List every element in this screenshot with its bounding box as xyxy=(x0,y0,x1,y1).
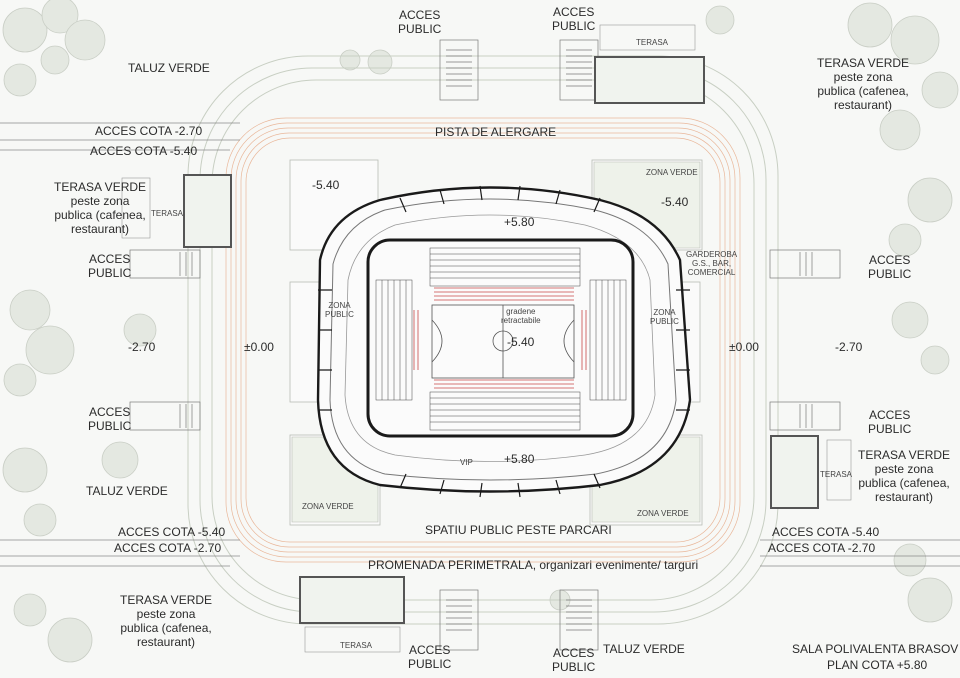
terasa-top: TERASA xyxy=(636,38,669,47)
zona-public-right: ZONA PUBLIC xyxy=(650,308,679,326)
gradene-label: gradene retractabile xyxy=(501,307,541,325)
terasa-verde-left: TERASA VERDE peste zona publica (cafenea… xyxy=(54,180,147,236)
level-m270-right: -2.70 xyxy=(835,340,863,354)
terasa-verde-right: TERASA VERDE peste zona publica (cafenea… xyxy=(858,448,951,504)
plan-subtitle: PLAN COTA +5.80 xyxy=(827,658,928,672)
acces-public-top-left: ACCES PUBLIC xyxy=(398,8,442,36)
level-000-right: ±0.00 xyxy=(729,340,759,354)
terasa-verde-bottom: TERASA VERDE peste zona publica (cafenea… xyxy=(120,593,213,649)
taluz-verde-left: TALUZ VERDE xyxy=(86,484,168,498)
level-m270-left: -2.70 xyxy=(128,340,156,354)
court xyxy=(431,304,575,379)
acces-cota-270-left-top: ACCES COTA -2.70 xyxy=(95,124,203,138)
acces-cota-270-right: ACCES COTA -2.70 xyxy=(768,541,876,555)
promenada-label: PROMENADA PERIMETRALA, organizari evenim… xyxy=(368,558,699,572)
level-000-left: ±0.00 xyxy=(244,340,274,354)
acces-public-bottom-left: ACCES PUBLIC xyxy=(408,643,452,671)
pista-label: PISTA DE ALERGARE xyxy=(435,125,557,139)
acces-public-bottom-right: ACCES PUBLIC xyxy=(552,646,596,674)
taluz-verde-top: TALUZ VERDE xyxy=(128,61,210,75)
plan-title: SALA POLIVALENTA BRASOV xyxy=(792,642,959,656)
running-track xyxy=(225,117,741,563)
level-p580-bottom: +5.80 xyxy=(504,452,535,466)
acces-public-left-lower: ACCES PUBLIC xyxy=(88,405,132,433)
acces-public-top-right: ACCES PUBLIC xyxy=(552,5,596,33)
retractable-seats xyxy=(413,287,587,389)
acces-public-right-upper: ACCES PUBLIC xyxy=(868,253,912,281)
level-m540-top-left: -5.40 xyxy=(312,178,340,192)
terasa-left: TERASA xyxy=(151,209,184,218)
arena-shell xyxy=(316,186,692,493)
taluz-rings xyxy=(187,55,779,625)
terrace-boxes xyxy=(183,56,819,624)
zona-verde-top-right: ZONA VERDE xyxy=(646,168,698,177)
acces-cota-270-left-bottom: ACCES COTA -2.70 xyxy=(114,541,222,555)
trees xyxy=(2,0,959,663)
level-m540-court: -5.40 xyxy=(507,335,535,349)
taluz-verde-bottom: TALUZ VERDE xyxy=(603,642,685,656)
access-lines xyxy=(0,122,960,567)
zona-public-left: ZONA PUBLIC xyxy=(325,301,354,319)
zona-verde-bottom-right: ZONA VERDE xyxy=(637,509,689,518)
seating-blocks xyxy=(375,247,627,431)
terasa-right: TERASA xyxy=(820,470,853,479)
level-p580-top: +5.80 xyxy=(504,215,535,229)
acces-public-left-upper: ACCES PUBLIC xyxy=(88,252,132,280)
acces-cota-540-left-bottom: ACCES COTA -5.40 xyxy=(118,525,226,539)
level-m540-top-right: -5.40 xyxy=(661,195,689,209)
acces-public-right-lower: ACCES PUBLIC xyxy=(868,408,912,436)
terasa-verde-top-right: TERASA VERDE peste zona publica (cafenea… xyxy=(817,56,910,112)
acces-cota-540-right: ACCES COTA -5.40 xyxy=(772,525,880,539)
vip-label: VIP xyxy=(460,458,473,467)
acces-cota-540-left-top: ACCES COTA -5.40 xyxy=(90,144,198,158)
garderoba-label: GARDEROBA G.S., BAR, COMERCIAL xyxy=(686,250,738,277)
terrace-seating xyxy=(121,24,852,653)
zona-verde-bottom-left: ZONA VERDE xyxy=(302,502,354,511)
terasa-bottom: TERASA xyxy=(340,641,373,650)
spatiu-public-label: SPATIU PUBLIC PESTE PARCARI xyxy=(425,523,612,537)
roof-ribs xyxy=(318,185,690,498)
